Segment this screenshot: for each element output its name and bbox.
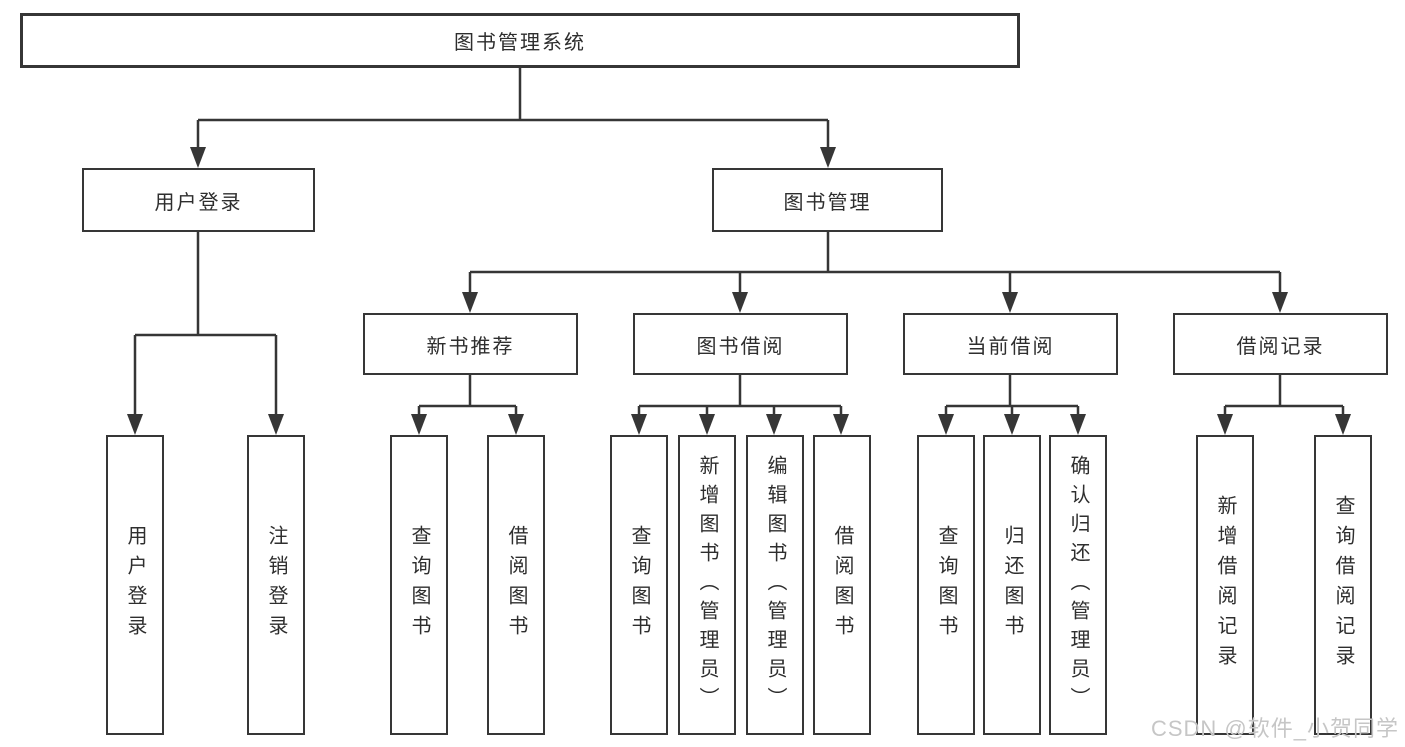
leaf-logout: 注销登录 [247,435,305,735]
leaf-user-login: 用户登录 [106,435,164,735]
arrow-down-icon [508,414,524,435]
arrowheads [127,147,1351,435]
leaf-confirm-return-admin: 确认归还（管理员） [1049,435,1107,735]
arrow-down-icon [699,414,715,435]
arrow-down-icon [268,414,284,435]
arrow-down-icon [1070,414,1086,435]
arrow-down-icon [1272,292,1288,313]
leaf-recommend-query-books: 查询图书 [390,435,448,735]
arrow-down-icon [732,292,748,313]
leaf-recommend-borrow-books: 借阅图书 [487,435,545,735]
leaf-edit-books-admin: 编辑图书（管理员） [746,435,804,735]
arrow-down-icon [766,414,782,435]
arrow-down-icon [190,147,206,168]
arrow-down-icon [833,414,849,435]
node-new-book-recommend: 新书推荐 [363,313,578,375]
connector-mgmt-to-modules [468,232,1282,297]
node-borrow-record: 借阅记录 [1173,313,1388,375]
connector-root-to-branches [196,68,830,152]
arrow-down-icon [1335,414,1351,435]
connector-borrow-to-leaves [637,375,843,419]
connector-record-to-leaves [1223,375,1345,419]
leaf-borrow-borrow-books: 借阅图书 [813,435,871,735]
arrow-down-icon [631,414,647,435]
node-user-login-branch: 用户登录 [82,168,315,232]
arrow-down-icon [462,292,478,313]
arrow-down-icon [1002,292,1018,313]
node-library-system: 图书管理系统 [20,13,1020,68]
connector-current-to-leaves [944,375,1080,419]
leaf-add-borrow-record: 新增借阅记录 [1196,435,1254,735]
arrow-down-icon [1217,414,1233,435]
arrow-down-icon [411,414,427,435]
arrow-down-icon [1004,414,1020,435]
csdn-watermark: CSDN @软件_小贺同学 [1150,716,1399,741]
arrow-down-icon [820,147,836,168]
connector-login-to-leaves [133,232,278,419]
leaf-current-query-books: 查询图书 [917,435,975,735]
arrow-down-icon [938,414,954,435]
leaf-return-books: 归还图书 [983,435,1041,735]
arrow-down-icon [127,414,143,435]
leaf-add-books-admin: 新增图书（管理员） [678,435,736,735]
leaf-query-borrow-record: 查询借阅记录 [1314,435,1372,735]
node-current-borrow: 当前借阅 [903,313,1118,375]
node-book-borrow: 图书借阅 [633,313,848,375]
node-book-management-branch: 图书管理 [712,168,943,232]
connector-recommend-to-leaves [417,375,518,419]
leaf-borrow-query-books: 查询图书 [610,435,668,735]
